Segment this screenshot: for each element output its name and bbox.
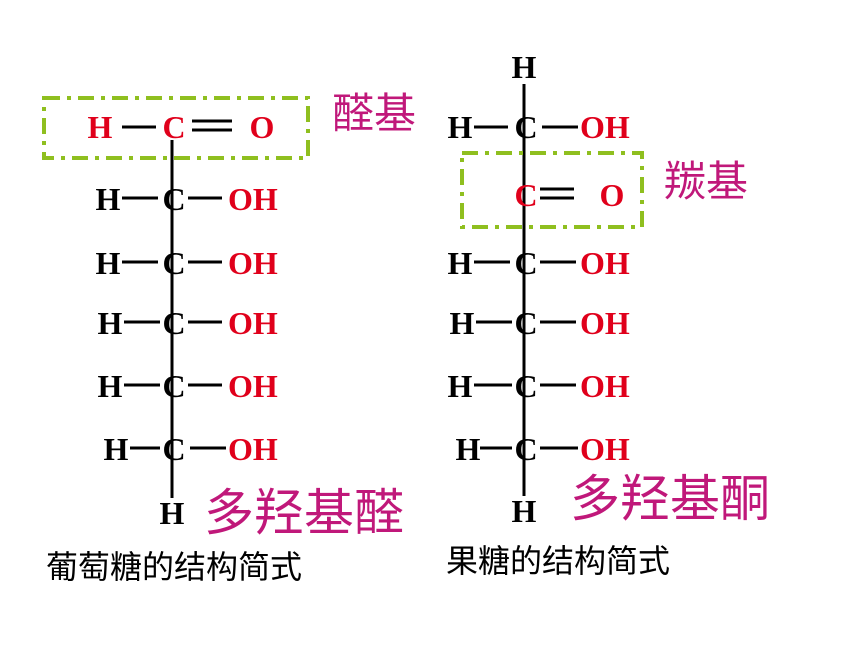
glucose-row2-oh: OH	[228, 245, 278, 281]
fructose-bottom-h: H	[512, 493, 537, 529]
glucose-caption: 葡萄糖的结构简式	[46, 548, 302, 586]
fructose-row3-h: H	[448, 368, 473, 404]
fructose-class-label: 多羟基酮	[570, 470, 770, 528]
glucose-row1-h: H	[96, 181, 121, 217]
fructose-carbonyl-c: C	[514, 177, 537, 213]
fructose-carbonyl-o: O	[600, 177, 625, 213]
fructose-row4-h: H	[456, 431, 481, 467]
glucose-row2-c: C	[162, 245, 185, 281]
fructose-first-h: H	[448, 109, 473, 145]
fructose-row2-h: H	[450, 305, 475, 341]
glucose-row4-oh: OH	[228, 368, 278, 404]
glucose-structure	[122, 119, 232, 498]
glucose-row1-oh: OH	[228, 181, 278, 217]
fructose-row4-oh: OH	[580, 431, 630, 467]
glucose-row3-oh: OH	[228, 305, 278, 341]
carbonyl-group-box	[460, 151, 644, 229]
glucose-row3-c: C	[162, 305, 185, 341]
fructose-row1-h: H	[448, 245, 473, 281]
glucose-bottom-h: H	[160, 495, 185, 531]
glucose-row5-c: C	[162, 431, 185, 467]
aldehyde-group-box	[42, 96, 310, 160]
glucose-row4-h: H	[98, 368, 123, 404]
glucose-atoms: H C O H C OH H C OH H C OH H C OH H C OH…	[88, 109, 278, 531]
fructose-row3-c: C	[514, 368, 537, 404]
fructose-row1-oh: OH	[580, 245, 630, 281]
fructose-first-oh: OH	[580, 109, 630, 145]
glucose-top-c: C	[162, 109, 185, 145]
glucose-row4-c: C	[162, 368, 185, 404]
fructose-caption: 果糖的结构简式	[446, 542, 670, 580]
glucose-row2-h: H	[96, 245, 121, 281]
fructose-structure	[474, 84, 578, 496]
fructose-top-h: H	[512, 49, 537, 85]
glucose-top-o: O	[250, 109, 275, 145]
fructose-atoms: H H C OH C O H C OH H C OH H C OH H C OH…	[448, 49, 630, 529]
fructose-row3-oh: OH	[580, 368, 630, 404]
glucose-row1-c: C	[162, 181, 185, 217]
fructose-row2-oh: OH	[580, 305, 630, 341]
aldehyde-group-label: 醛基	[332, 89, 416, 138]
glucose-row5-oh: OH	[228, 431, 278, 467]
fructose-first-c: C	[514, 109, 537, 145]
glucose-row5-h: H	[104, 431, 129, 467]
glucose-row3-h: H	[98, 305, 123, 341]
fructose-row2-c: C	[514, 305, 537, 341]
fructose-row4-c: C	[514, 431, 537, 467]
glucose-class-label: 多羟基醛	[204, 484, 404, 542]
glucose-top-h: H	[88, 109, 113, 145]
fructose-row1-c: C	[514, 245, 537, 281]
carbonyl-group-label: 羰基	[664, 157, 748, 206]
